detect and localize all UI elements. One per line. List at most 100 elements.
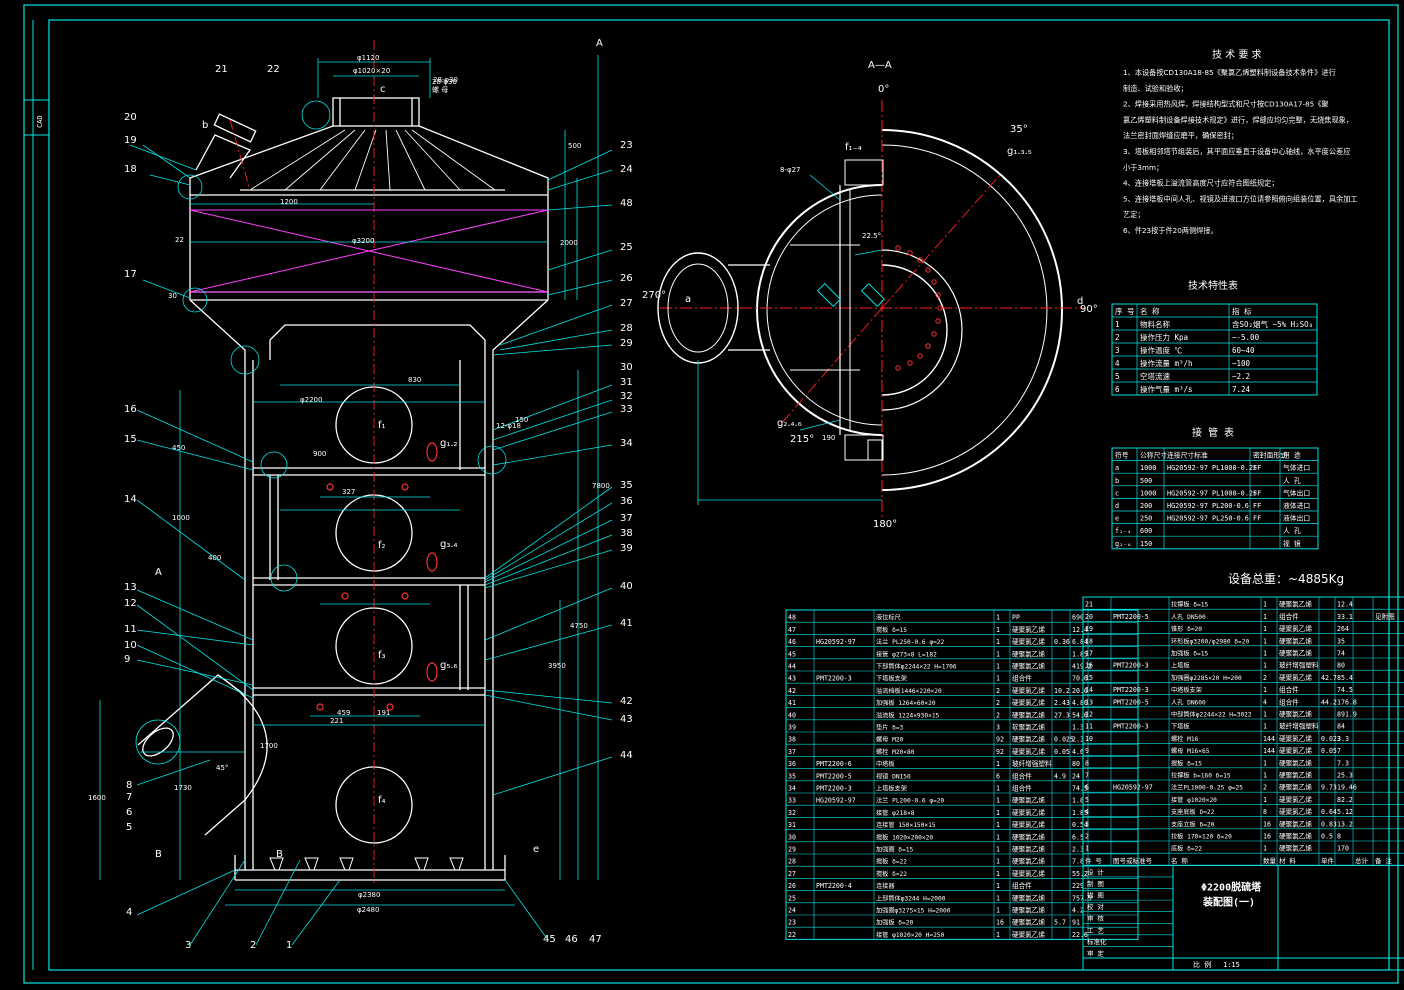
bom-cell: 42 [788, 687, 796, 695]
dimension-text: 459 [337, 709, 350, 717]
bom-cell: 接管 φ1020×20 [1171, 796, 1217, 804]
bom-cell: 硬聚氯乙烯 [1279, 734, 1312, 743]
bom-cell: 硬聚氯乙烯 [1012, 649, 1045, 658]
bom-cell: 1 [1263, 637, 1267, 645]
bom-cell: 搅板 δ=22 [876, 870, 907, 878]
bom-cell: 2 [996, 687, 1000, 695]
bom-cell: PMT2200-3 [816, 675, 852, 683]
bom-cell: 连接器 [876, 882, 895, 890]
part-number: 39 [620, 543, 633, 554]
bom-cell: 0.023 [1321, 735, 1341, 743]
table-header-cell: 序 号 [1115, 306, 1135, 316]
dimension-text: φ2380 [358, 891, 380, 899]
bom-cell: 0.64 [1321, 808, 1337, 816]
bom-cell: 硬聚氯乙烯 [1012, 735, 1045, 744]
bom-cell: 中塔板 [876, 760, 895, 768]
dimension-text: f₂ [378, 540, 386, 551]
bom-cell: 1.8 [1072, 797, 1084, 805]
part-number: 2 [250, 940, 256, 951]
tech-req-line: 3、塔板相邻塔节组装后，其平面应垂直于设备中心轴线，水平度公差应 [1123, 147, 1350, 156]
section-aa-view [657, 100, 1085, 520]
dimension-text: g₃.₄ [440, 539, 458, 550]
bom-cell: 玻纤增强塑料 [1012, 759, 1052, 768]
bom-cell: PMT2200-6 [816, 760, 852, 768]
dimension-text: 400 [208, 554, 221, 562]
bom-cell: HG20592-97 [816, 638, 856, 646]
bom-cell: 1 [1263, 662, 1267, 670]
bom-cell: 上塔板 [1171, 662, 1190, 670]
bom-cell: 拉板 170×120 δ=20 [1171, 833, 1232, 841]
bom-cell: 12.4 [1337, 601, 1353, 609]
table-cell: 操作流量 m³/h [1140, 358, 1193, 368]
bom-cell: 20 [1085, 613, 1093, 621]
bom-cell: 1 [996, 760, 1000, 768]
bom-cell: 12 [1085, 711, 1093, 719]
table-cell: 含SO₂烟气 ~5% H₂SO₄ [1232, 319, 1313, 329]
bom-cell: 25.3 [1337, 772, 1353, 780]
dimension-text: 450 [172, 444, 185, 452]
bom-cell: 硬聚氯乙烯 [1279, 844, 1312, 853]
bom-cell: 搅板 δ=15 [876, 626, 907, 634]
bom-cell: 6.84 [1072, 638, 1088, 646]
bom-cell: 30 [788, 833, 796, 841]
bom-cell: 下部筒体φ2244×22 H=1706 [876, 663, 957, 671]
bom-cell: 中塔板支架 [1171, 686, 1202, 694]
dimension-text: 7800 [592, 482, 610, 490]
bom-cell: 170 [1337, 845, 1349, 853]
table-header-cell: 名 称 [1140, 306, 1160, 316]
part-number: 23 [620, 140, 633, 151]
bom-cell: 1 [996, 833, 1000, 841]
bom-cell: 43 [788, 675, 796, 683]
bom-cell: 1 [1263, 625, 1267, 633]
bom-cell: 1.85 [1072, 650, 1088, 658]
part-number: 21 [215, 64, 228, 75]
bom-cell: 搅板 δ=22 [876, 858, 907, 866]
table-cell: 液体进口 [1283, 501, 1310, 510]
bom-cell: 35 [788, 772, 796, 780]
dimension-text: f₃ [378, 650, 386, 661]
bom-cell: 23 [788, 919, 796, 927]
part-number: 30 [620, 362, 633, 373]
sight-glass-marks [316, 442, 438, 711]
bom-cell: PMT2200-4 [816, 882, 852, 890]
dimension-text: c [380, 84, 386, 95]
table-cell: 200 [1140, 502, 1152, 510]
bom-cell: 人孔 DN500 [1171, 613, 1206, 621]
table-cell: FF [1253, 464, 1261, 472]
bom-cell: 接管 φ273×8 L=182 [876, 650, 937, 658]
bom-cell: 80 [1072, 760, 1080, 768]
bom-cell: 组合件 [1012, 771, 1032, 780]
bom-cell: 32 [788, 809, 796, 817]
tech-req-line: 艺定； [1123, 210, 1145, 219]
bom-cell: 3.3 [1337, 735, 1349, 743]
bom-cell: 1 [996, 907, 1000, 915]
bom-cell: 176.8 [1337, 698, 1357, 706]
table-cell: c [1115, 489, 1119, 497]
bom-cell: 硬聚氯乙烯 [1279, 636, 1312, 645]
dimension-text: 4750 [570, 622, 588, 630]
bom-cell: 螺栓 M16 [1171, 735, 1199, 743]
bom-cell: 1 [996, 846, 1000, 854]
part-number: 32 [620, 391, 633, 402]
bom-cell: 硬聚氯乙烯 [1279, 771, 1312, 780]
table-cell: 1000 [1140, 464, 1156, 472]
bom-cell: 92 [996, 748, 1004, 756]
table-cell: 视 镜 [1283, 539, 1301, 548]
dimension-text: f₁₋₄ [845, 142, 862, 153]
table-cell: HG20592-97 PL200-0.6 [1167, 502, 1249, 510]
part-number: 44 [620, 750, 633, 761]
bom-cell: 13 [1085, 698, 1093, 706]
bom-cell: 组合件 [1279, 685, 1299, 694]
dimension-text: 150 [515, 416, 528, 424]
bom-cell: 35 [1337, 637, 1345, 645]
title-block-field: 描 图 [1087, 891, 1104, 900]
bom-cell: PMT2200-5 [1113, 613, 1149, 621]
dimension-text: 22.5° [862, 232, 881, 240]
bom-cell: 74 [1337, 650, 1345, 658]
bom-cell: 25 [788, 894, 796, 902]
bom-cell: 搅板 1020×200×20 [876, 833, 933, 841]
tech-req-line: 制造、试验和验收； [1123, 84, 1188, 93]
